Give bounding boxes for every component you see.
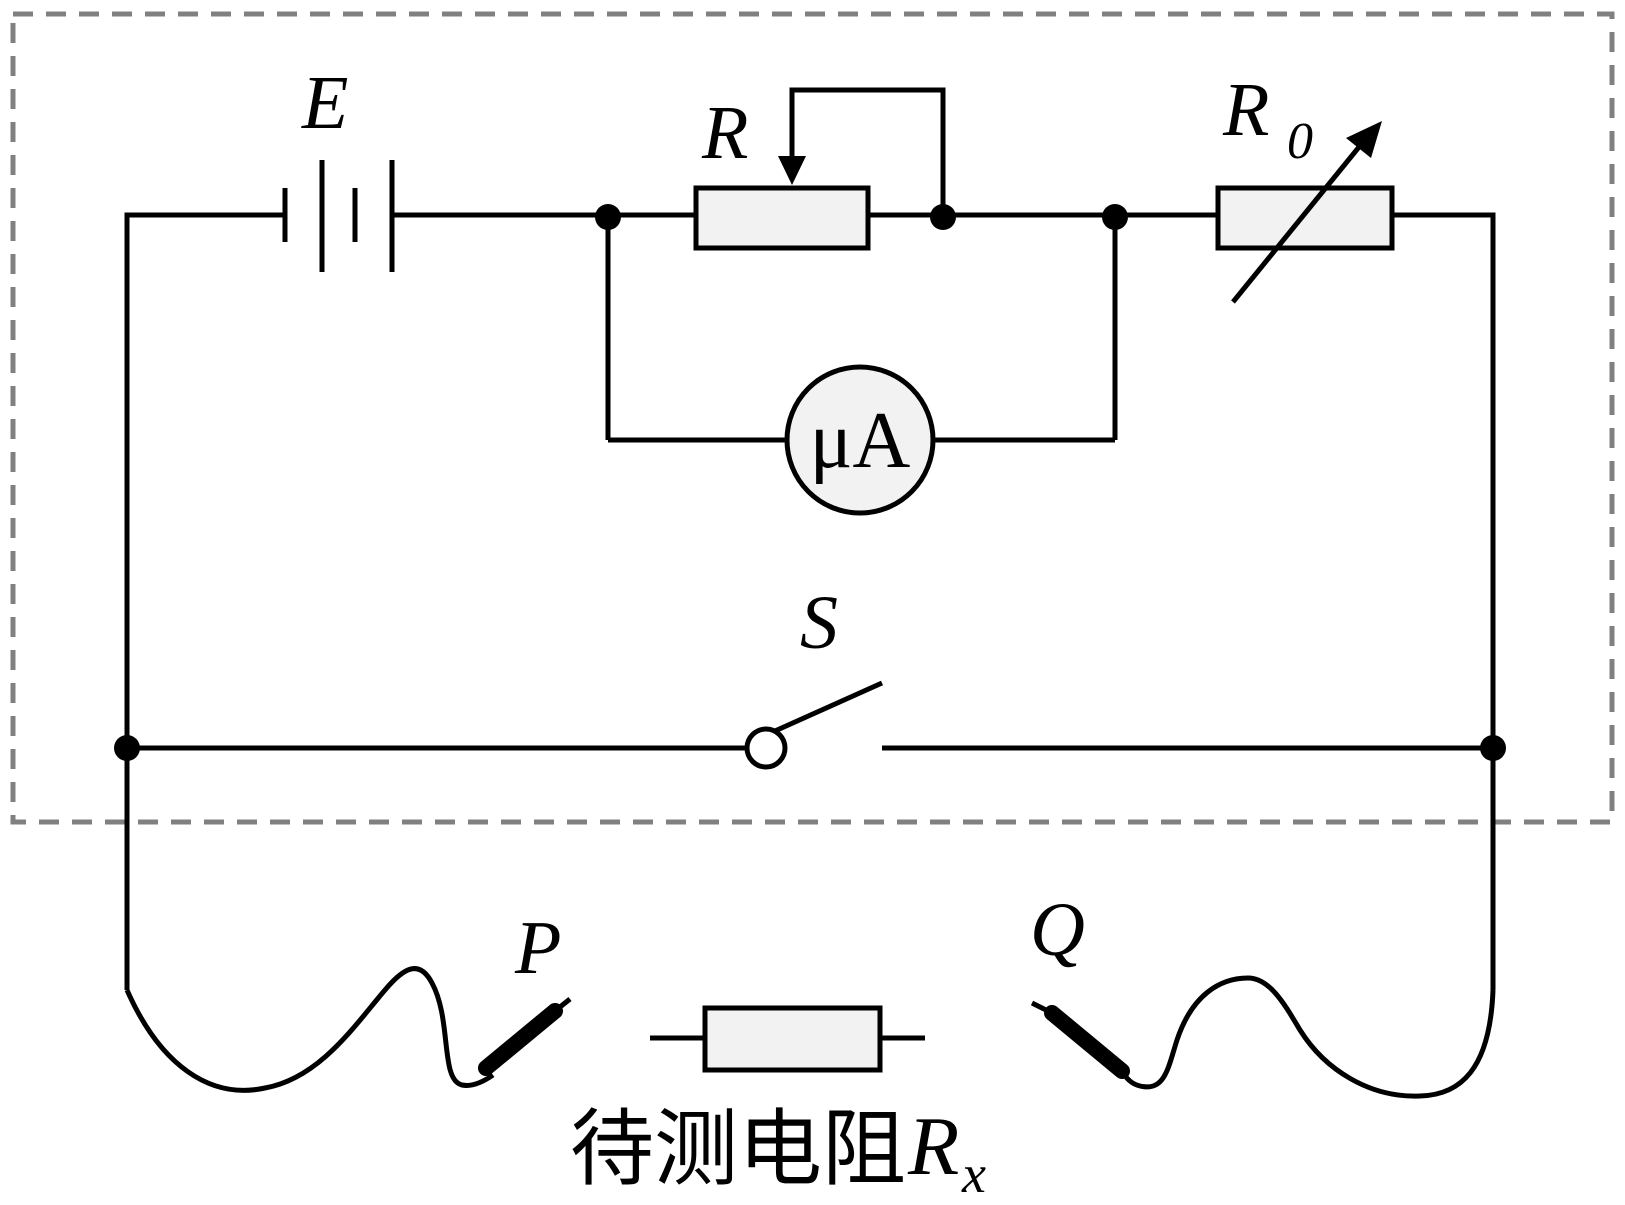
probe-right-label: Q <box>1030 888 1085 972</box>
switch-pivot-icon <box>744 726 788 770</box>
rheostat-label: R <box>701 91 748 175</box>
switch-lever <box>764 680 884 738</box>
variable-resistor-arrow-icon <box>1346 121 1382 158</box>
enclosure-dashed-box <box>10 11 1615 825</box>
rheostat-arrow-icon <box>778 156 806 185</box>
probe-right-icon <box>1030 1000 1130 1079</box>
variable-resistor-subscript: 0 <box>1287 113 1313 170</box>
probe-lead-left <box>124 966 495 1093</box>
probe-left-label: P <box>514 906 561 990</box>
microammeter-label: μA <box>810 397 911 485</box>
main-wiring <box>124 87 1496 990</box>
probe-lead-right <box>1120 975 1496 1099</box>
rx-resistor-body <box>702 1005 883 1073</box>
battery-icon <box>282 160 395 272</box>
battery-label: E <box>301 61 348 145</box>
probe-left-icon <box>478 997 572 1076</box>
junction-dots <box>114 204 1506 761</box>
variable-resistor-label: R <box>1222 68 1269 152</box>
variable-resistor-body <box>1215 185 1395 251</box>
rx-caption-subscript: x <box>961 1144 986 1204</box>
microammeter-icon <box>784 364 936 516</box>
rx-caption-symbol: R <box>907 1100 959 1193</box>
variable-resistor-arrow-line <box>1231 145 1361 304</box>
rheostat-body <box>693 185 871 251</box>
switch-label: S <box>800 581 838 665</box>
rx-caption-text: 待测电阻 <box>570 1100 906 1198</box>
